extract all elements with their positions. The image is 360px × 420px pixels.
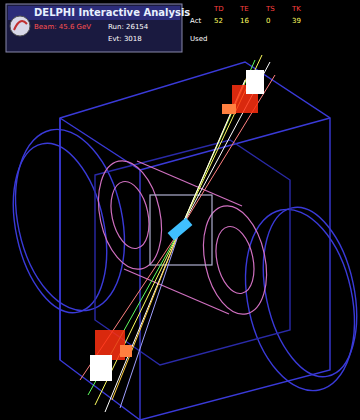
display-title: DELPHI Interactive Analysis [34, 7, 190, 18]
table-cell: 39 [292, 18, 301, 26]
table-header: TE [240, 6, 249, 14]
row-label: Used [190, 36, 208, 44]
table-header: TD [214, 6, 224, 14]
event-number: Evt: 3018 [108, 36, 142, 44]
beam-info: Beam: 45.6 GeV [34, 24, 91, 32]
table-cell: 0 [266, 18, 270, 26]
run-number: Run: 26154 [108, 24, 148, 32]
table-header: TS [266, 6, 275, 14]
table-header: TK [292, 6, 301, 14]
table-cell: 52 [214, 18, 223, 26]
row-label: Act [190, 18, 201, 26]
table-cell: 16 [240, 18, 249, 26]
